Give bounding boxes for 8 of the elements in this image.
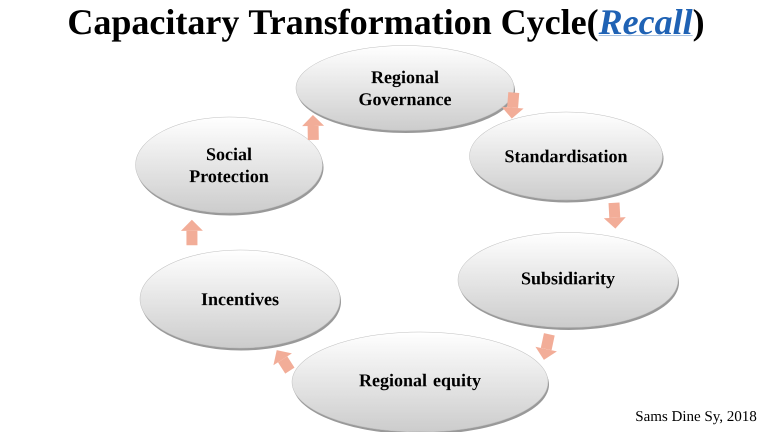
arrow [273, 350, 294, 374]
arrow [502, 92, 524, 119]
arrow [604, 202, 626, 229]
slide-title: Capacitary Transformation Cycle(Recall) [69, 8, 703, 42]
arrow [535, 333, 557, 360]
arrow [180, 220, 203, 246]
arrow [302, 114, 324, 140]
source-credit: Sams Dine Sy, 2018 [636, 411, 756, 424]
